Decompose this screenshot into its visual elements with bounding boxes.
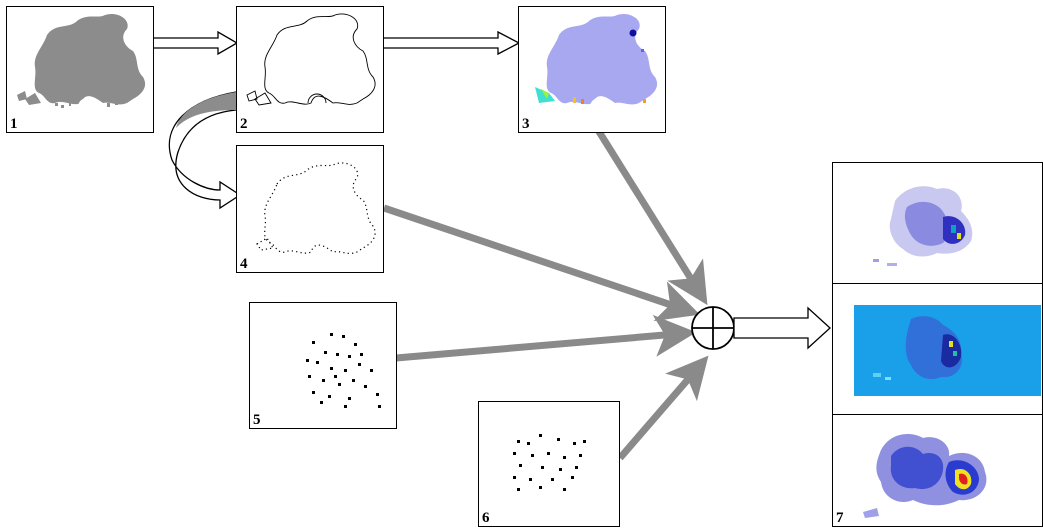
outline-shape: [246, 13, 376, 106]
gray-arrow-5-to-sum: [395, 314, 697, 362]
gray-arrow-4-to-sum: [382, 204, 700, 322]
panel-label: 5: [253, 412, 261, 428]
result-map-discrete: [833, 163, 1042, 284]
panel-1-mask: 1: [6, 6, 154, 133]
curved-arrow-shade: [176, 92, 236, 128]
panel-2-outline: 2: [236, 6, 384, 133]
panel-label: 2: [240, 116, 248, 132]
point-scatter: [306, 333, 381, 408]
panel-label: 6: [482, 510, 490, 526]
gray-arrow-3-to-sum: [595, 128, 708, 306]
lavender-region-shape: [535, 13, 658, 116]
result-map-heat: [833, 416, 1042, 526]
point-scatter: [513, 434, 586, 491]
panel-label: 1: [10, 116, 18, 132]
hollow-arrow-sum-to-7: [733, 306, 831, 350]
panel-7-results: 7: [832, 162, 1043, 527]
panel-6-points: 6: [478, 401, 620, 527]
panel-label: 7: [836, 510, 844, 526]
circle-plus-icon: [691, 306, 735, 350]
dotted-outline-shape: [256, 162, 376, 255]
panel-5-points: 5: [249, 302, 397, 429]
panel-4-dotted-outline: 4: [236, 145, 384, 273]
gray-region-shape: [17, 13, 146, 116]
result-map-continuous: [833, 285, 1042, 415]
panel-3-colored-region: 3: [518, 6, 666, 133]
hollow-arrow-2-to-3: [382, 30, 521, 56]
gray-arrow-6-to-sum: [617, 355, 709, 461]
hollow-arrow-1-to-2: [152, 30, 239, 56]
panel-label: 4: [240, 256, 248, 272]
panel-label: 3: [522, 116, 530, 132]
